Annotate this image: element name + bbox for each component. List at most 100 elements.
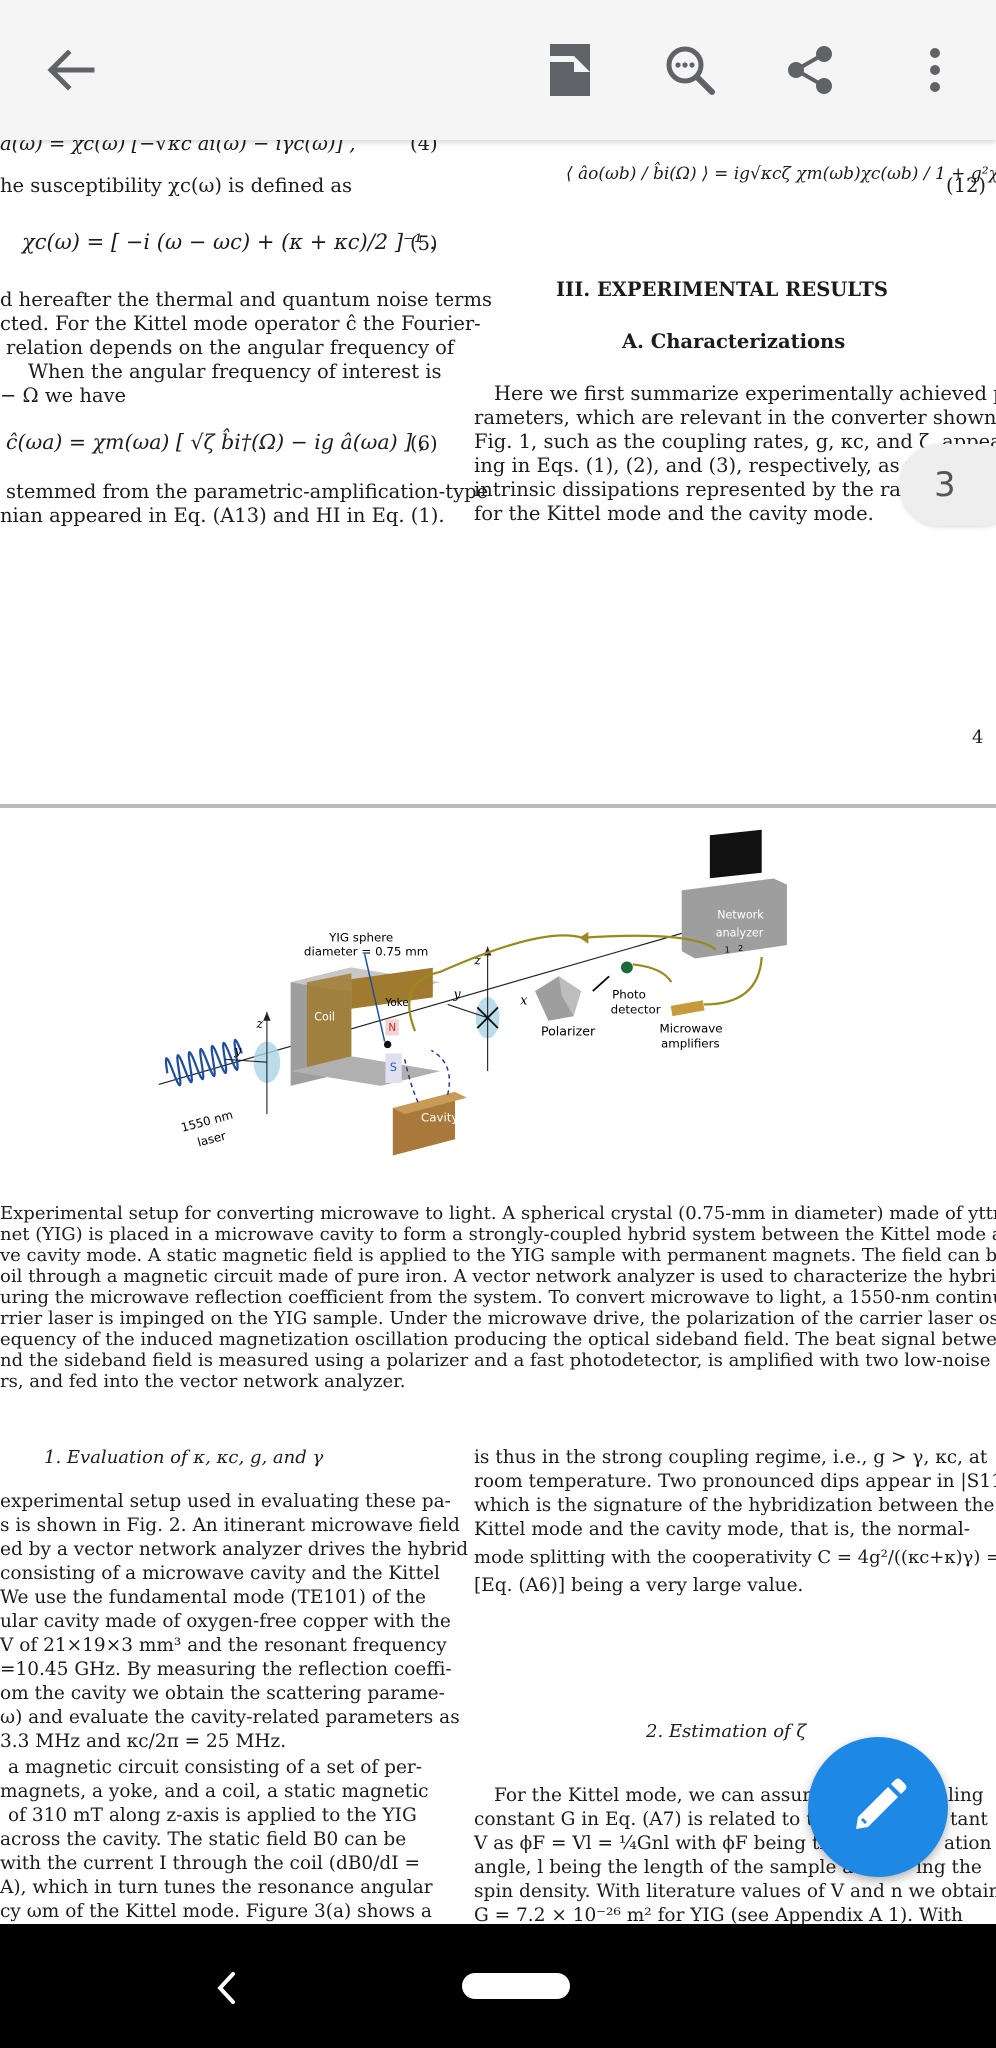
text-line: For the Kittel mode, we can assum <box>494 1785 820 1806</box>
equation-12: ⟨ âo(ωb) / b̂i(Ω) ⟩ = ig√κcζ χm(ωb)χc(ωb… <box>566 164 996 184</box>
text-line: nian appeared in Eq. (A13) and HI in Eq.… <box>0 504 445 527</box>
document-viewport[interactable]: a(ω) = χc(ω) [−√κc ai(ω) − iγc(ω)] , (4)… <box>0 140 996 1924</box>
caption-line: ve cavity mode. A static magnetic field … <box>0 1245 996 1266</box>
axis-label-y: y <box>233 1043 242 1058</box>
text-line: G = 7.2 × 10⁻²⁶ m² for YIG (see Appendix… <box>474 1905 963 1924</box>
caption-line: uring the microwave reflection coefficie… <box>0 1287 996 1308</box>
network-analyzer <box>681 878 787 959</box>
nav-back-button[interactable] <box>196 1958 256 2018</box>
text-line: When the angular frequency of interest i… <box>28 360 442 383</box>
text-line: ω) and evaluate the cavity-related param… <box>0 1707 460 1728</box>
search-icon <box>666 46 715 95</box>
equation-6-number: (6) <box>410 432 438 455</box>
subsection-2-title: 2. Estimation of ζ <box>646 1721 807 1742</box>
equation-12-number: (12) <box>946 174 987 197</box>
laser-label: 1550 nm <box>180 1108 235 1135</box>
coil-label: Coil <box>314 1011 335 1024</box>
text-line: A), which in turn tunes the resonance an… <box>0 1877 433 1898</box>
chevron-left-icon <box>217 1972 235 2004</box>
text-line: d hereafter the thermal and quantum nois… <box>0 288 492 311</box>
text-line: =10.45 GHz. By measuring the reflection … <box>0 1659 452 1680</box>
text-line: Kittel mode and the cavity mode, that is… <box>474 1519 970 1540</box>
text-line: constant G in Eq. (A7) is related to t <box>474 1809 814 1830</box>
text-line: ling <box>948 1785 984 1806</box>
pencil-icon <box>856 1778 907 1829</box>
text-line: s is shown in Fig. 2. An itinerant micro… <box>0 1515 460 1536</box>
caption-line: nd the sideband field is measured using … <box>0 1350 996 1371</box>
equation-5: χc(ω) = [ −i (ω − ωc) + (κ + κc)/2 ]⁻¹ . <box>22 230 436 254</box>
text-line: mode splitting with the cooperativity C … <box>474 1547 996 1568</box>
text-line: stemmed from the parametric-amplificatio… <box>6 480 489 503</box>
nav-home-button[interactable] <box>462 1973 570 1999</box>
text-line: ing the <box>916 1857 982 1878</box>
photodetector-label: Photo <box>612 988 646 1002</box>
amplifiers-label-2: amplifiers <box>661 1036 720 1050</box>
text-line: V as ϕF = Vl = ¼Gnl with ϕF being th <box>474 1833 832 1854</box>
text-line: − Ω we have <box>0 384 127 407</box>
microwave-amplifiers <box>670 1000 705 1017</box>
text-line: a magnetic circuit consisting of a set o… <box>8 1757 423 1778</box>
laser-label-2: laser <box>196 1129 228 1150</box>
text-line: ing in Eqs. (1), (2), and (3), respectiv… <box>474 454 935 477</box>
equation-6: ĉ(ωa) = χm(ωa) [ √ζ b̂i†(Ω) − ig â(ωa) ]… <box>6 430 426 454</box>
more-vert-icon <box>930 48 940 92</box>
caption-line: oil through a magnetic circuit made of p… <box>0 1266 996 1287</box>
search-button[interactable] <box>658 38 722 102</box>
text-line: [Eq. (A6)] being a very large value. <box>474 1575 804 1596</box>
back-button[interactable] <box>38 38 102 102</box>
microwave-cable <box>408 934 583 1032</box>
caption-line: equency of the induced magnetization osc… <box>0 1329 996 1350</box>
text-line: consisting of a microwave cavity and the… <box>0 1563 440 1584</box>
caption-line: rs, and fed into the vector network anal… <box>0 1371 406 1392</box>
polarizer-label: Polarizer <box>541 1024 596 1039</box>
text-line: om the cavity we obtain the scattering p… <box>0 1683 445 1704</box>
port-1-label: 1 <box>725 945 730 955</box>
amplifiers-label: Microwave <box>659 1022 722 1036</box>
caption-line: Experimental setup for converting microw… <box>0 1203 996 1224</box>
text-line: room temperature. Two pronounced dips ap… <box>474 1471 996 1492</box>
caption-line: rrier laser is impinged on the YIG sampl… <box>0 1308 996 1329</box>
text-line: Here we first summarize experimentally a… <box>494 382 996 405</box>
subsection-1-title: 1. Evaluation of κ, κc, g, and γ <box>44 1447 324 1468</box>
section-title: III. EXPERIMENTAL RESULTS <box>556 278 889 301</box>
yig-sphere <box>383 1040 392 1049</box>
photodetector <box>620 961 633 974</box>
text-line: ular cavity made of oxygen-free copper w… <box>0 1611 451 1632</box>
text-line: V of 21×19×3 mm³ and the resonant freque… <box>0 1635 447 1656</box>
laser-beam-icon <box>164 1038 243 1087</box>
share-button[interactable] <box>778 38 842 102</box>
text-line: ation <box>944 1833 992 1854</box>
more-options-button[interactable] <box>903 38 967 102</box>
axis-label-x: x <box>520 992 527 1007</box>
subsection-title: A. Characterizations <box>622 330 846 353</box>
page-indicator-number: 3 <box>934 465 956 505</box>
back-arrow-icon <box>47 49 95 91</box>
edit-fab-button[interactable] <box>808 1737 948 1877</box>
yig-diameter-label: diameter = 0.75 mm <box>304 945 428 959</box>
text-line: angle, l being the length of the sample … <box>474 1857 854 1878</box>
equation-4-number: (4) <box>410 140 438 155</box>
text-line: which is the signature of the hybridizat… <box>474 1495 995 1516</box>
text-line: cy ωm of the Kittel mode. Figure 3(a) sh… <box>0 1901 432 1922</box>
text-line: tant <box>950 1809 988 1830</box>
reading-mode-icon <box>550 44 590 96</box>
network-analyzer-label-2: analyzer <box>716 926 764 939</box>
reading-mode-button[interactable] <box>538 38 602 102</box>
text-line: for the Kittel mode and the cavity mode. <box>474 502 874 525</box>
magnet-s-label: S <box>390 1061 397 1074</box>
yoke-label: Yoke <box>384 997 408 1009</box>
share-icon <box>788 46 832 94</box>
text-line: rameters, which are relevant in the conv… <box>474 406 996 429</box>
network-analyzer-label: Network <box>717 909 764 922</box>
axis-label-z: z <box>256 1016 264 1031</box>
caption-line: net (YIG) is placed in a microwave cavit… <box>0 1224 996 1245</box>
photodetector-label-2: detector <box>611 1002 661 1016</box>
text-line: Fig. 1, such as the coupling rates, g, κ… <box>474 430 996 453</box>
axis-label-y-2: y <box>453 987 462 1002</box>
text-line: 3.3 MHz and κc/2π = 25 MHz. <box>0 1731 287 1752</box>
text-line: across the cavity. The static field B0 c… <box>0 1829 407 1850</box>
text-line: We use the fundamental mode (TE101) of t… <box>0 1587 426 1608</box>
equation-4: a(ω) = χc(ω) [−√κc ai(ω) − iγc(ω)] , <box>0 140 356 155</box>
text-line: is thus in the strong coupling regime, i… <box>474 1447 988 1468</box>
page-indicator: 3 <box>900 444 996 526</box>
